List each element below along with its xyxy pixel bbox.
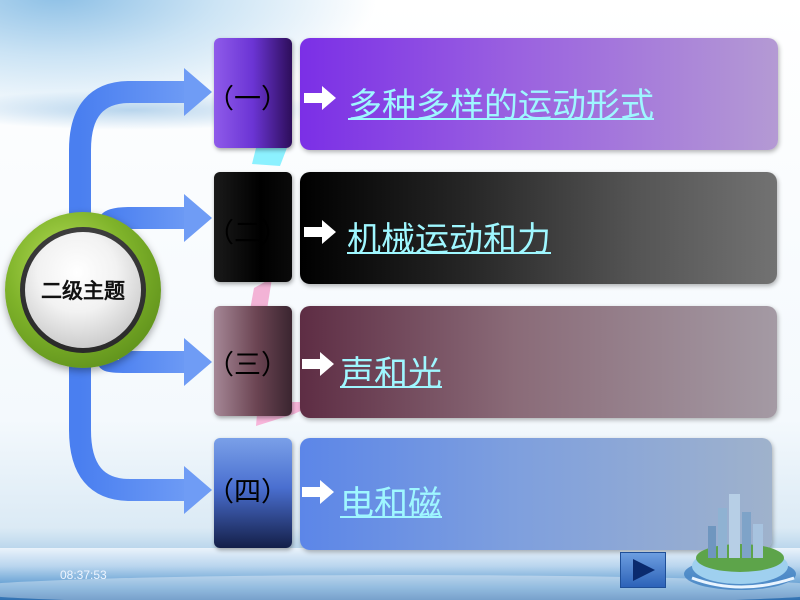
topic-3-number-block [214,306,292,416]
topic-4-number: （四） [207,477,288,508]
bottom-band [0,548,800,600]
connector-path-3 [97,350,192,373]
topic-3-bar [300,306,777,418]
topic-1-link[interactable]: 多种多样的运动形式 [348,86,654,126]
topic-1-number-block [214,38,292,148]
topic-4-bar [300,438,772,550]
topic-3-number: （三） [207,350,288,381]
connector-arrowhead-3 [184,338,212,386]
hub-label: 二级主题 [41,279,125,303]
topic-2-link[interactable]: 机械运动和力 [347,220,551,260]
right-arrow-icon [304,86,336,110]
city-globe-icon [684,494,796,590]
right-arrow-icon [304,220,336,244]
connector-path-1 [69,81,192,215]
hub-circle: 二级主题 [5,212,161,368]
right-arrow-icon [302,480,334,504]
connector-arrowhead-2 [184,194,212,242]
topic-3-link[interactable]: 声和光 [340,354,442,394]
topic-4-link[interactable]: 电和磁 [340,484,442,524]
next-slide-icon [633,559,655,581]
topic-4-number-block [214,438,292,548]
topic-2-bar [300,172,777,284]
topic-2-number: （二） [207,218,288,249]
connector-arrowhead-1 [184,68,212,116]
right-arrow-icon [302,352,334,376]
hub-center: 二级主题 [25,232,141,348]
topic-2-number-block [214,172,292,282]
connector-arrowhead-4 [184,466,212,514]
next-slide-button[interactable] [620,552,666,588]
connector-path-4 [69,365,192,501]
topic-1-bar [300,38,778,150]
clock-time: 08:37:53 [60,568,107,582]
topic-1-number: （一） [207,84,288,115]
bottom-wave [0,575,800,600]
